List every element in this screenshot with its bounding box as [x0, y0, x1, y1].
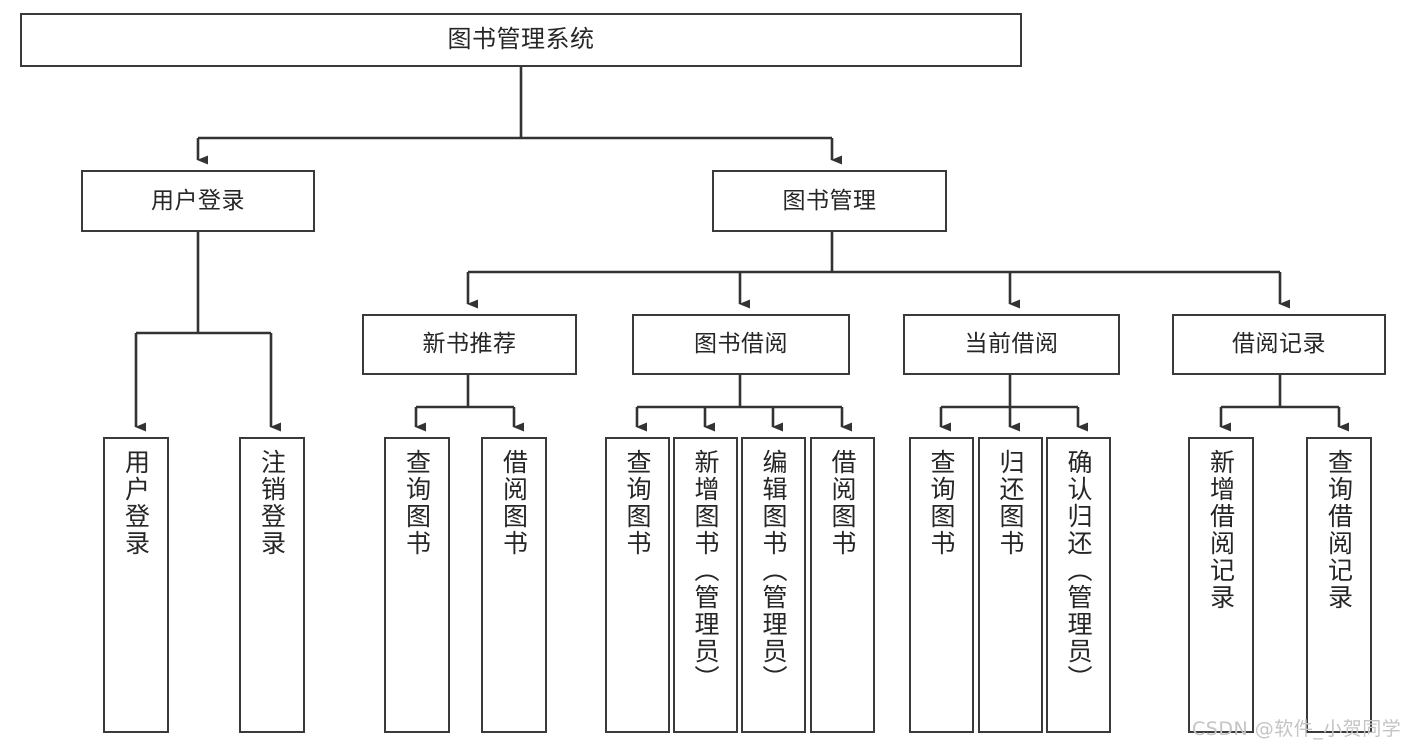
leaf-query-borrow-record-label: 查询借阅记录 — [1324, 449, 1354, 611]
leaf-return-book[interactable]: 归还图书 — [978, 437, 1043, 733]
leaf-logout[interactable]: 注销登录 — [239, 437, 305, 733]
node-user-login-label: 用户登录 — [151, 187, 245, 214]
leaf-add-borrow-record[interactable]: 新增借阅记录 — [1188, 437, 1254, 733]
leaf-query-book-borrow[interactable]: 查询图书 — [605, 437, 670, 733]
leaf-query-borrow-record[interactable]: 查询借阅记录 — [1306, 437, 1372, 733]
node-root[interactable]: 图书管理系统 — [20, 13, 1022, 67]
node-current-borrow[interactable]: 当前借阅 — [903, 314, 1120, 375]
node-current-borrow-label: 当前借阅 — [964, 331, 1059, 358]
leaf-confirm-return-admin-label: 确认归还（管理员） — [1064, 449, 1093, 692]
node-borrow-record-label: 借阅记录 — [1232, 331, 1326, 358]
node-user-login[interactable]: 用户登录 — [81, 170, 315, 232]
watermark-text: CSDN @软件_小贺同学 — [1192, 718, 1402, 740]
node-book-borrow[interactable]: 图书借阅 — [632, 314, 850, 375]
node-borrow-record[interactable]: 借阅记录 — [1172, 314, 1386, 375]
leaf-query-book-newbook[interactable]: 查询图书 — [384, 437, 450, 733]
leaf-user-login-label: 用户登录 — [121, 449, 151, 557]
leaf-edit-book-admin[interactable]: 编辑图书（管理员） — [741, 437, 806, 733]
leaf-return-book-label: 归还图书 — [996, 449, 1025, 557]
node-root-label: 图书管理系统 — [447, 25, 595, 54]
node-new-book-recommend-label: 新书推荐 — [422, 331, 517, 358]
leaf-add-book-admin-label: 新增图书（管理员） — [691, 449, 720, 692]
leaf-query-book-newbook-label: 查询图书 — [402, 449, 432, 557]
leaf-query-book-current-label: 查询图书 — [927, 449, 956, 557]
leaf-confirm-return-admin[interactable]: 确认归还（管理员） — [1046, 437, 1111, 733]
leaf-borrow-book-newbook[interactable]: 借阅图书 — [481, 437, 547, 733]
leaf-edit-book-admin-label: 编辑图书（管理员） — [759, 449, 788, 692]
node-new-book-recommend[interactable]: 新书推荐 — [362, 314, 577, 375]
leaf-user-login[interactable]: 用户登录 — [103, 437, 169, 733]
leaf-query-book-borrow-label: 查询图书 — [623, 449, 652, 557]
leaf-query-book-current[interactable]: 查询图书 — [909, 437, 974, 733]
node-book-borrow-label: 图书借阅 — [694, 331, 788, 358]
leaf-logout-label: 注销登录 — [257, 449, 287, 557]
leaf-borrow-book-newbook-label: 借阅图书 — [499, 449, 529, 557]
leaf-borrow-book-borrow-label: 借阅图书 — [828, 449, 857, 557]
leaf-add-book-admin[interactable]: 新增图书（管理员） — [673, 437, 738, 733]
leaf-borrow-book-borrow[interactable]: 借阅图书 — [810, 437, 875, 733]
node-book-management[interactable]: 图书管理 — [712, 170, 947, 232]
node-book-management-label: 图书管理 — [782, 187, 877, 214]
leaf-add-borrow-record-label: 新增借阅记录 — [1206, 449, 1236, 611]
